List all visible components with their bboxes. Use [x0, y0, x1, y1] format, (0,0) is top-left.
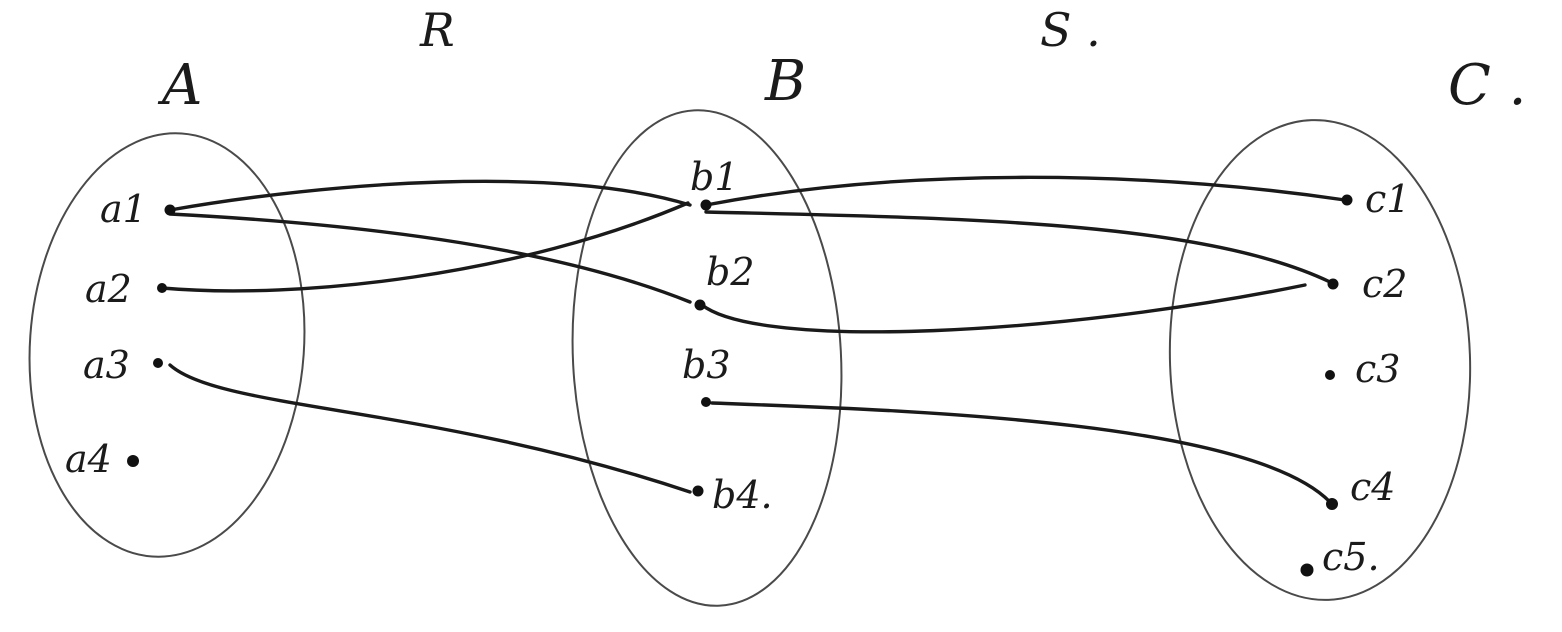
- label-c4: c4: [1350, 465, 1395, 509]
- label-b2: b2: [706, 250, 755, 294]
- label-b3: b3: [682, 343, 731, 387]
- edge-b1-c1: [704, 175, 1347, 207]
- dot-b1: [700, 199, 712, 211]
- label-a3: a3: [83, 343, 130, 387]
- label-c5: c5.: [1322, 535, 1380, 579]
- dot-b2: [694, 299, 706, 311]
- edge-b3-c4: [710, 401, 1332, 504]
- edge-b2-c2: [700, 283, 1307, 334]
- dot-c4: [1326, 498, 1338, 510]
- label-b4: b4.: [712, 473, 773, 517]
- dot-c3: [1325, 370, 1335, 380]
- dot-b4: [692, 485, 704, 497]
- label-c2: c2: [1362, 262, 1407, 306]
- relation-label-r: R: [419, 3, 455, 57]
- label-c3: c3: [1355, 347, 1400, 391]
- dot-a3: [153, 358, 163, 368]
- set-c-ellipse: [1168, 119, 1472, 601]
- set-title-a: A: [157, 53, 202, 118]
- dot-a2: [157, 283, 167, 293]
- edge-a1-b1: [168, 179, 692, 212]
- set-b-ellipse: [571, 109, 843, 607]
- set-a-ellipse: [28, 132, 306, 558]
- edge-a2-b1: [160, 201, 690, 293]
- dot-b3: [701, 397, 711, 407]
- label-a1: a1: [100, 187, 147, 231]
- label-a4: a4: [65, 437, 112, 481]
- edge-a1-b2: [168, 212, 692, 304]
- set-title-b: B: [764, 49, 806, 114]
- dot-a1: [164, 204, 176, 216]
- dot-a4: [127, 455, 139, 467]
- label-c1: c1: [1365, 177, 1410, 221]
- edge-a3-b4: [168, 363, 692, 494]
- relation-label-s: S .: [1040, 3, 1101, 57]
- label-b1: b1: [690, 155, 739, 199]
- label-a2: a2: [85, 267, 132, 311]
- set-title-c: C .: [1448, 53, 1526, 118]
- dot-c5: [1300, 563, 1314, 577]
- dot-c2: [1327, 278, 1339, 290]
- dot-c1: [1341, 194, 1353, 206]
- edge-b1-c2: [704, 210, 1332, 284]
